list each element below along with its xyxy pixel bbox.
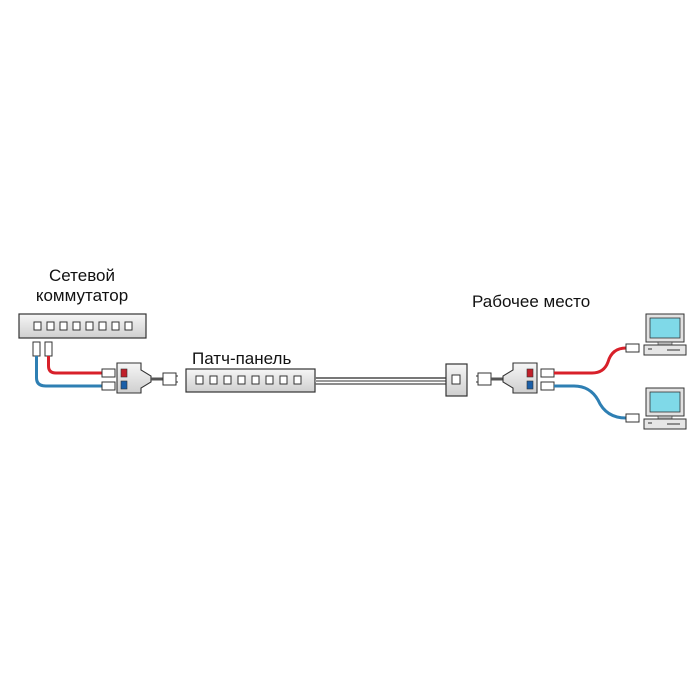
rj45-plug-right — [476, 372, 492, 386]
computer-icon — [643, 387, 687, 430]
switch-label-line2: коммутатор — [35, 286, 129, 305]
switch-label-line1: Сетевой — [48, 266, 115, 285]
red-cable-left — [47, 356, 102, 375]
switch-label: Сетевой коммутатор — [24, 266, 140, 306]
splitter-icon — [116, 362, 152, 394]
plug-computer-bottom — [625, 413, 640, 423]
patch-panel-icon — [185, 368, 316, 393]
wall-socket-icon — [445, 363, 468, 397]
blue-cable-left — [35, 356, 102, 388]
patch-panel-ports — [195, 375, 302, 385]
patch-panel-label: Патч-панель — [192, 349, 292, 368]
workstation-label: Рабочее место — [472, 292, 591, 311]
splitter-icon — [502, 362, 538, 394]
trunk-cable — [315, 377, 446, 385]
plug-computer-top — [625, 343, 640, 353]
computer-icon — [643, 313, 687, 356]
plug-blue-left — [101, 381, 116, 391]
switch-plug-right — [44, 341, 53, 357]
network-switch-icon — [18, 313, 147, 339]
plug-red-left — [101, 368, 116, 378]
plug-blue-right — [540, 381, 555, 391]
red-cable-right — [554, 346, 627, 375]
plug-red-right — [540, 368, 555, 378]
switch-plug-left — [32, 341, 41, 357]
rj45-plug-left — [162, 372, 178, 386]
blue-cable-right — [554, 384, 627, 420]
switch-ports — [33, 321, 133, 331]
